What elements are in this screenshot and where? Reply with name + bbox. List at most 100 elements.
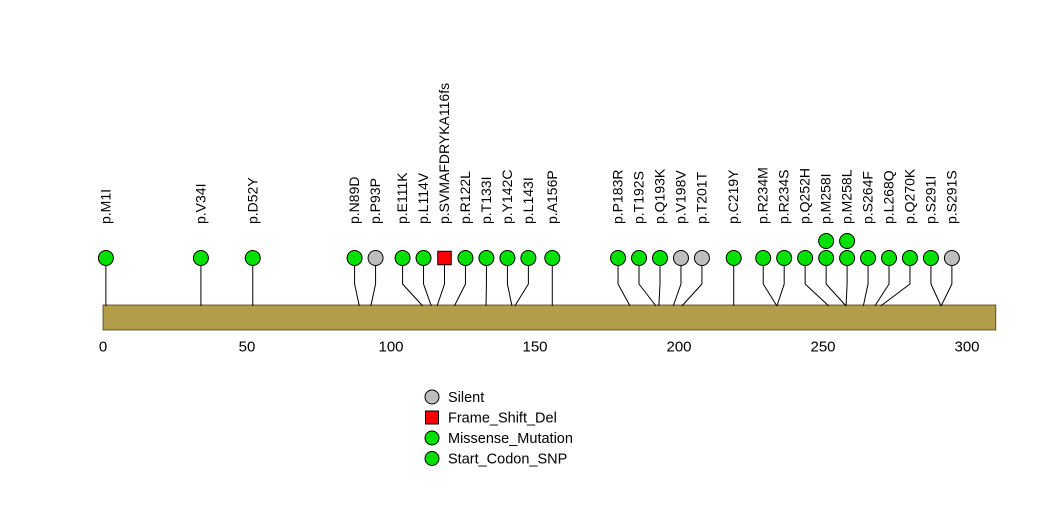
- mutation-label: p.T201T: [693, 171, 709, 224]
- mutation-label: p.M258L: [839, 169, 855, 224]
- mutation-marker-circle: [943, 250, 960, 266]
- mutation-marker-circle: [192, 250, 209, 266]
- mutation-label: p.S291I: [922, 176, 938, 224]
- legend-marker-missense_mutation: [424, 430, 440, 446]
- mutation-stem: [370, 258, 377, 307]
- mutation-marker-circle: [839, 233, 856, 249]
- mutation-marker-circle: [415, 250, 432, 266]
- legend-label: Missense_Mutation: [448, 431, 573, 447]
- mutation-marker-circle: [818, 233, 835, 249]
- mutation-label: p.SVMAFDRYKA116fs: [436, 83, 452, 224]
- mutation-label: p.R122L: [457, 171, 473, 224]
- mutation-marker-circle: [394, 250, 411, 266]
- mutation-stems: [105, 258, 953, 307]
- mutation-stem: [658, 258, 661, 307]
- mutation-marker-circle: [244, 250, 261, 266]
- mutation-stem: [423, 258, 432, 307]
- mutation-stem: [617, 258, 631, 307]
- mutation-label: p.S264F: [860, 171, 876, 224]
- mutation-marker-circle: [544, 250, 561, 266]
- mutation-label: p.V198V: [672, 170, 688, 224]
- x-axis-tick-label: 300: [954, 339, 979, 356]
- mutation-marker-square: [437, 250, 452, 266]
- mutation-label: p.A156P: [544, 170, 560, 224]
- x-axis-tick-label: 100: [378, 339, 403, 356]
- mutation-label: p.Q193K: [652, 168, 668, 224]
- mutation-label: p.R234S: [776, 170, 792, 224]
- mutation-marker-circle: [652, 250, 669, 266]
- mutation-stem: [762, 258, 778, 307]
- mutation-stem: [681, 258, 703, 307]
- mutation-stem: [453, 258, 466, 307]
- mutation-label: p.M258I: [818, 173, 834, 224]
- mutation-marker-circle: [672, 250, 689, 266]
- mutation-stem: [845, 258, 848, 307]
- mutation-stem: [672, 258, 682, 307]
- mutation-marker-circle: [818, 250, 835, 266]
- mutation-marker-circle: [478, 250, 495, 266]
- mutation-label: p.L143I: [520, 177, 536, 224]
- mutation-label: p.Q270K: [901, 168, 917, 224]
- mutation-marker-circle: [922, 250, 939, 266]
- mutation-stem: [940, 258, 953, 307]
- mutation-stem: [804, 258, 830, 307]
- mutation-marker-circle: [776, 250, 793, 266]
- mutation-label: p.Y142C: [499, 170, 515, 224]
- x-axis-tick-label: 250: [810, 339, 835, 356]
- mutation-label: p.S291S: [943, 170, 959, 224]
- protein-bar: [102, 304, 997, 331]
- mutation-label: p.D52Y: [244, 177, 260, 224]
- mutation-stem: [402, 258, 424, 307]
- x-axis-tick-label: 50: [239, 339, 256, 356]
- mutation-marker-circle: [520, 250, 537, 266]
- mutation-marker-circle: [901, 250, 918, 266]
- mutation-stem: [354, 258, 360, 307]
- mutation-stem: [930, 258, 942, 307]
- x-axis-tick-label: 0: [99, 339, 107, 356]
- mutation-marker-circle: [860, 250, 877, 266]
- mutation-stem: [880, 258, 911, 307]
- mutation-stem: [638, 258, 657, 307]
- mutation-stem: [514, 258, 529, 307]
- mutation-label: p.P183R: [610, 170, 626, 224]
- mutation-label: p.E111K: [394, 172, 410, 224]
- x-axis-tick-label: 200: [666, 339, 691, 356]
- mutation-stem: [436, 258, 445, 307]
- legend-label: Start_Codon_SNP: [448, 452, 567, 468]
- mutation-marker-circle: [367, 250, 384, 266]
- mutation-marker-circle: [693, 250, 710, 266]
- mutation-label: p.V34I: [192, 184, 208, 224]
- mutation-label: p.T192S: [631, 171, 647, 224]
- legend-marker-silent: [424, 389, 440, 405]
- mutation-label: p.R234M: [755, 167, 771, 224]
- mutation-label: p.T133I: [478, 177, 494, 224]
- mutation-marker-circle: [346, 250, 363, 266]
- mutation-marker-circle: [457, 250, 474, 266]
- mutation-label: p.C219Y: [725, 169, 741, 224]
- mutation-marker-circle: [631, 250, 648, 266]
- mutation-markers: [97, 233, 960, 266]
- mutation-label: p.P93P: [367, 178, 383, 224]
- mutation-marker-circle: [797, 250, 814, 266]
- mutation-label: p.Q252H: [797, 168, 813, 224]
- mutation-label: p.L114V: [415, 172, 431, 224]
- legend-marker-frame_shift_del: [425, 410, 439, 425]
- legend: SilentFrame_Shift_DelMissense_MutationSt…: [424, 389, 573, 468]
- mutation-stem: [506, 258, 513, 307]
- legend-label: Frame_Shift_Del: [448, 411, 557, 427]
- mutation-marker-circle: [499, 250, 516, 266]
- mutation-stem: [825, 258, 847, 307]
- mutation-marker-circle: [755, 250, 772, 266]
- mutation-label: p.L268Q: [881, 170, 897, 224]
- mutation-marker-circle: [881, 250, 898, 266]
- mutation-stem: [862, 258, 869, 307]
- mutation-marker-circle: [610, 250, 627, 266]
- x-axis-tick-label: 150: [522, 339, 547, 356]
- mutation-label: p.M1I: [97, 189, 113, 224]
- mutation-marker-circle: [839, 250, 856, 266]
- x-axis: 0 50 100 150 200 250 300: [99, 339, 980, 356]
- mutation-stem: [874, 258, 890, 307]
